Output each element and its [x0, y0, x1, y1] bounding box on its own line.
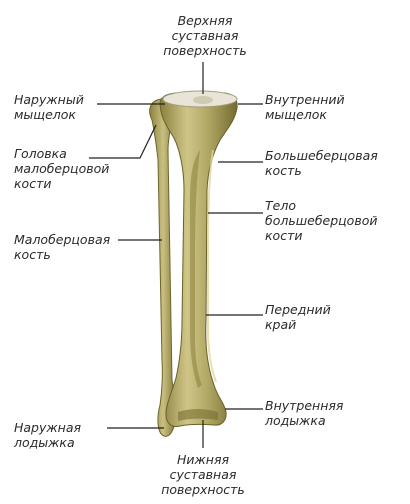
label-upper-articular-surface: Верхняя суставная поверхность	[163, 13, 247, 58]
fibula-shape	[149, 98, 177, 437]
label-tibia: Большеберцовая кость	[265, 148, 378, 178]
label-fibula: Малоберцовая кость	[14, 232, 111, 262]
label-medial-condyle: Внутренний мыщелок	[265, 92, 345, 122]
anterior-crest-highlight	[207, 149, 217, 383]
label-lateral-malleolus: Наружная лодыжка	[14, 420, 82, 450]
tibia-shape	[159, 92, 238, 427]
intercondylar-eminence	[193, 96, 213, 104]
label-medial-malleolus: Внутренняя лодыжка	[265, 398, 344, 428]
label-lower-articular-surface: Нижняя суставная поверхность	[161, 452, 245, 497]
label-tibia-body: Тело большеберцовой кости	[265, 198, 378, 243]
distal-tibia-shadow	[178, 409, 218, 421]
label-lateral-condyle: Наружный мыщелок	[14, 92, 84, 122]
label-anterior-edge: Передний край	[265, 302, 331, 332]
leader-lines	[89, 62, 263, 448]
label-fibula-head: Головка малоберцовой кости	[14, 146, 110, 191]
tibia-shaft-shadow	[190, 150, 202, 388]
leader-fibula-head	[89, 124, 157, 159]
